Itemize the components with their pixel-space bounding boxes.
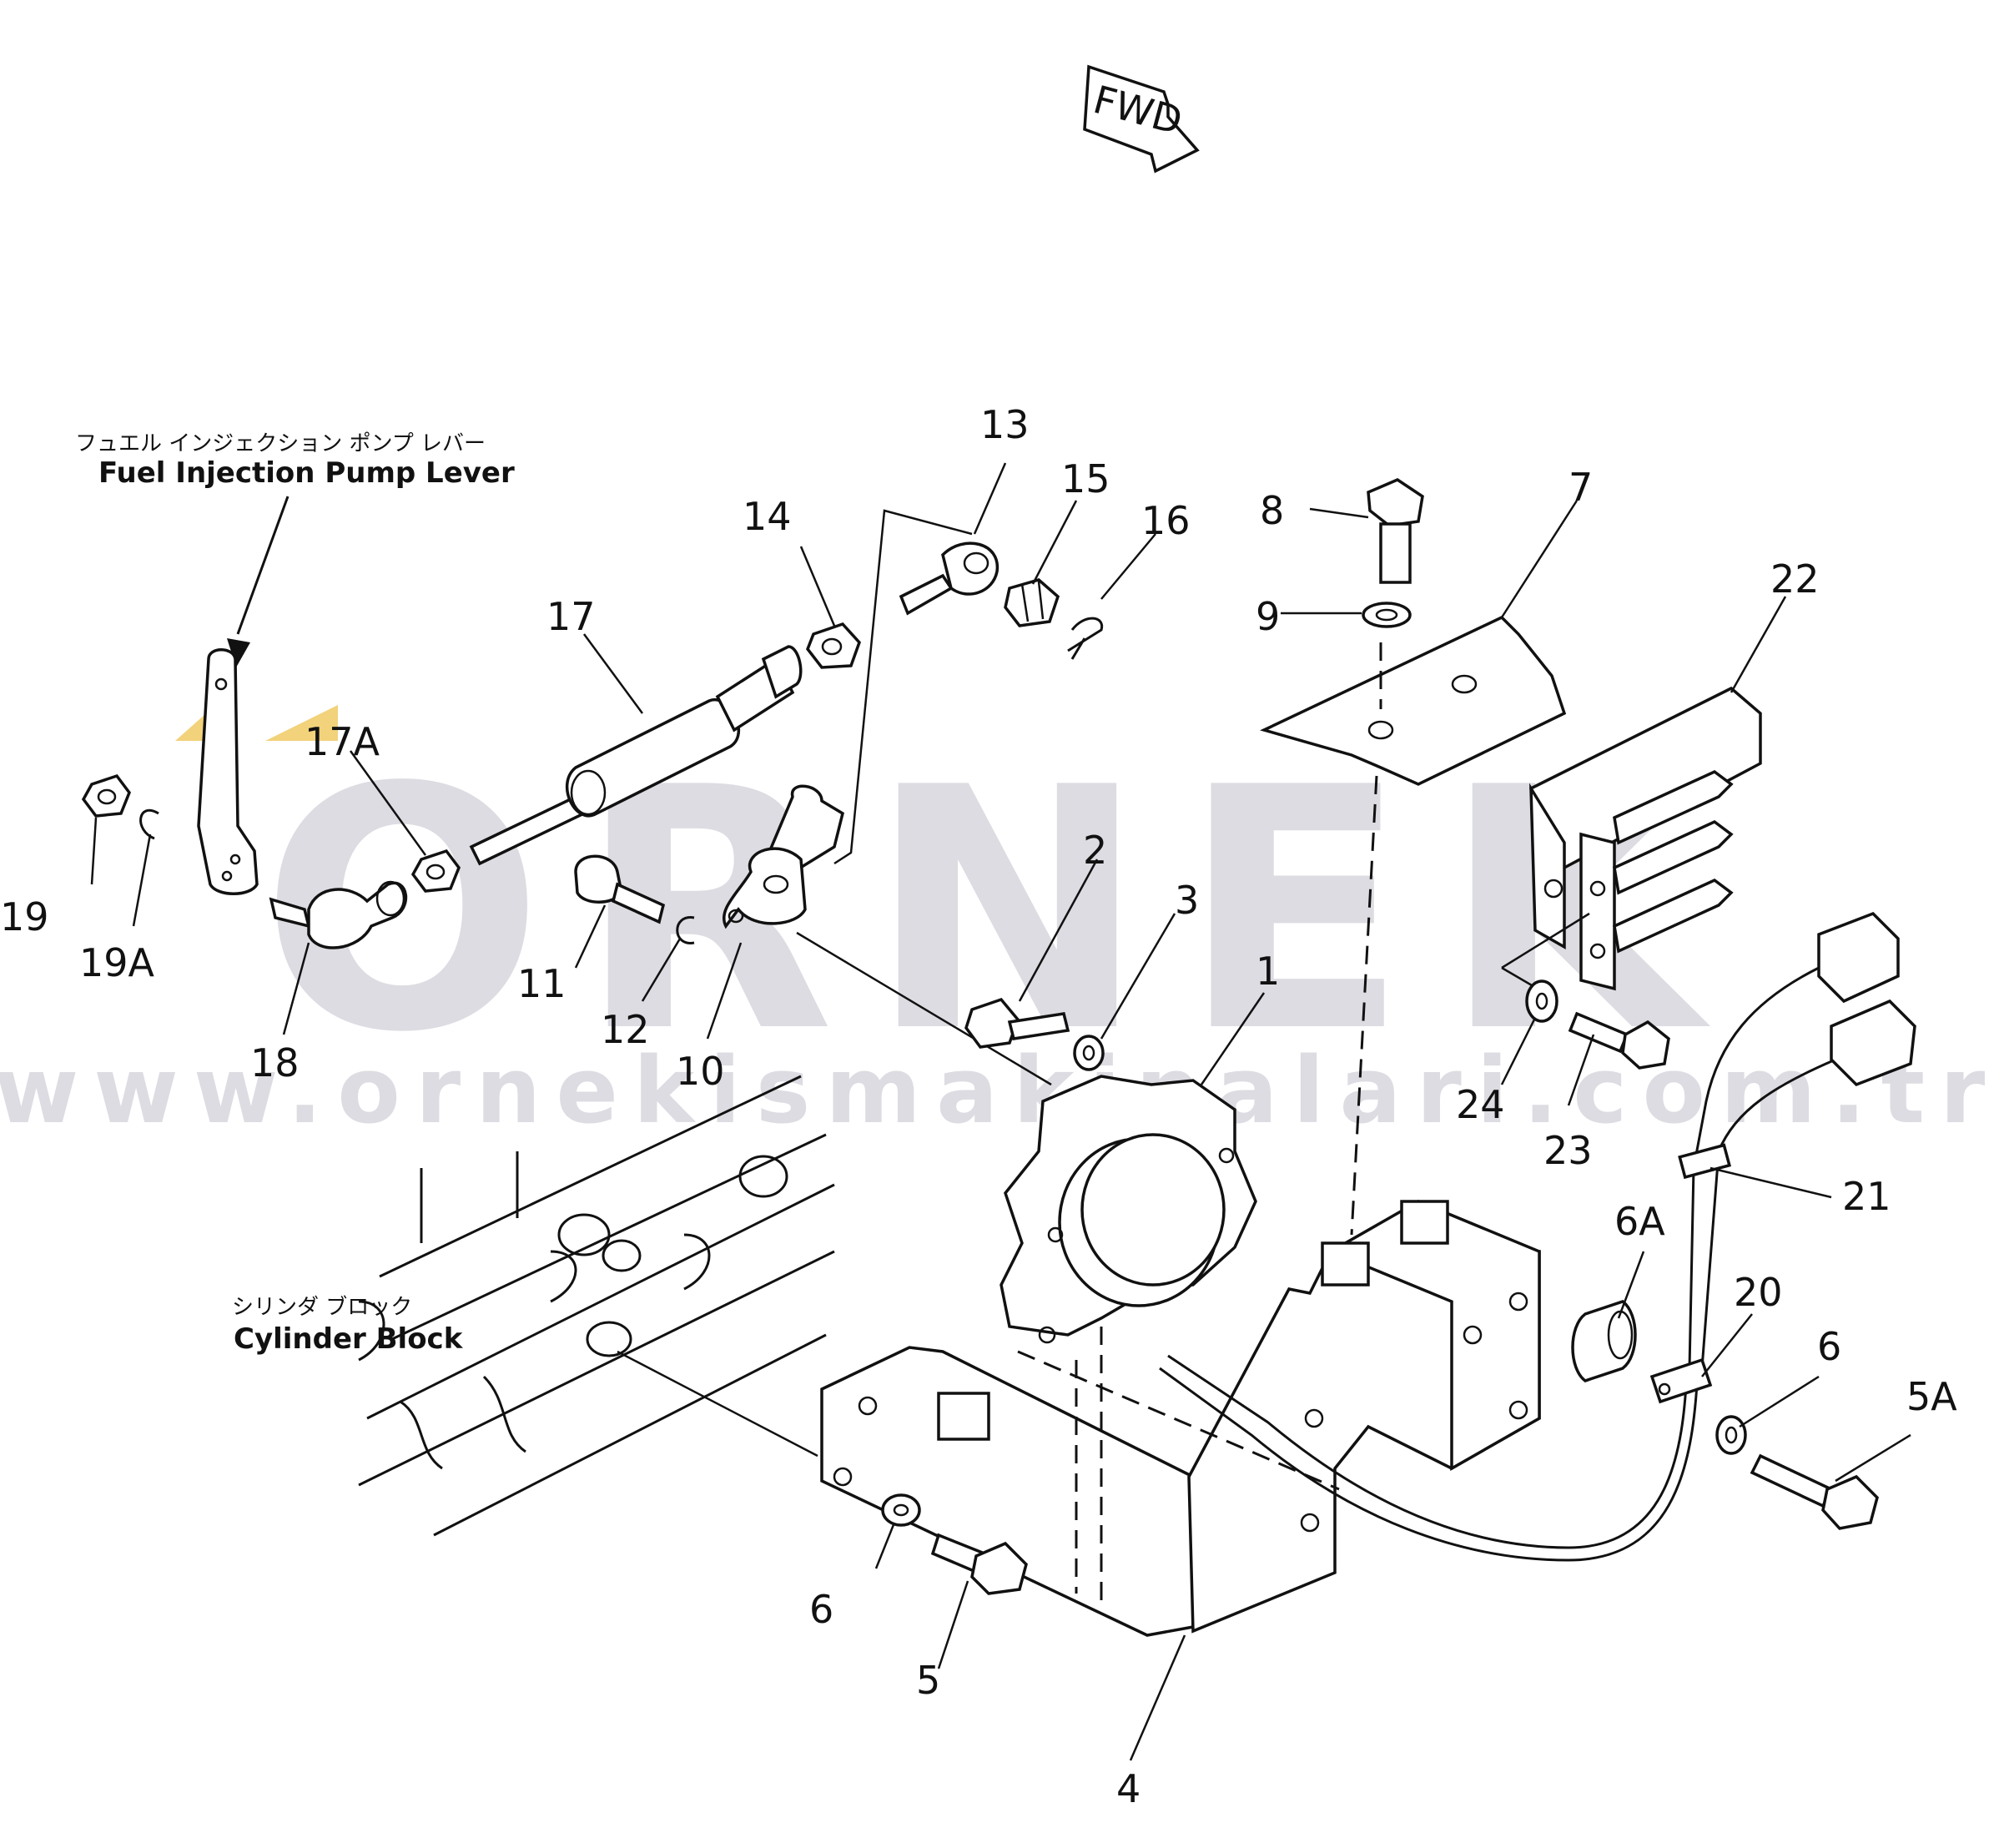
part-13-rod-end — [899, 541, 999, 616]
part-21-wire-harness — [1159, 911, 1916, 1562]
part-24-washer — [1525, 979, 1558, 1023]
label-11: 11 — [517, 961, 566, 1006]
cylinder-block — [358, 1075, 835, 1537]
part-1-rotary-housing — [1000, 1075, 1257, 1344]
label-19a: 19A — [79, 940, 155, 985]
label-1: 1 — [1256, 949, 1280, 994]
fwd-arrow-marker: FWD — [1083, 64, 1200, 174]
caption-fuel-lever-jp: フュエル インジェクション ポンプ レバー — [75, 431, 486, 456]
part-6-washer — [881, 1493, 921, 1527]
part-17-actuator — [469, 645, 803, 866]
part-5a-bolt — [1750, 1453, 1879, 1530]
label-22: 22 — [1770, 556, 1820, 602]
part-2-bolt — [964, 997, 1070, 1049]
part-23-bolt — [1568, 1011, 1670, 1070]
part-16-cotter-pin — [1067, 617, 1104, 660]
label-15: 15 — [1061, 456, 1110, 501]
label-6a: 6A — [1614, 1199, 1665, 1244]
part-7-plate — [1260, 615, 1567, 1236]
part-4-main-bracket — [820, 1200, 1541, 1637]
label-5: 5 — [916, 1658, 940, 1703]
leader-lines — [90, 462, 1911, 1761]
part-20-clamp — [1649, 1357, 1713, 1404]
part-3-washer — [1073, 1035, 1105, 1071]
caption-fuel-lever-en: Fuel Injection Pump Lever — [98, 456, 515, 490]
label-21: 21 — [1842, 1174, 1891, 1219]
part-12-snap-ring — [676, 916, 695, 944]
part-15-castle-nut — [1004, 578, 1060, 627]
label-6: 6 — [809, 1587, 833, 1632]
part-6-washer-right — [1715, 1415, 1747, 1455]
label-24: 24 — [1456, 1082, 1505, 1127]
part-6a-spacer — [1571, 1300, 1637, 1382]
watermark-accent-right — [265, 705, 338, 741]
label-17: 17 — [546, 594, 596, 639]
part-5-bolt — [930, 1533, 1028, 1595]
label-14: 14 — [743, 494, 792, 539]
caption-cylinder-block-jp: シリンダ ブロック — [232, 1295, 412, 1320]
label-6-right: 6 — [1817, 1324, 1841, 1369]
label-20: 20 — [1734, 1270, 1783, 1315]
part-14-nut — [806, 622, 862, 669]
part-9-washer — [1362, 602, 1412, 628]
label-10: 10 — [676, 1049, 725, 1094]
label-5a: 5A — [1906, 1374, 1957, 1419]
label-9: 9 — [1256, 594, 1280, 639]
label-2: 2 — [1083, 828, 1107, 873]
label-3: 3 — [1175, 878, 1199, 923]
part-17a-nut — [410, 848, 461, 893]
part-22-relay-bracket — [1501, 686, 1762, 999]
label-16: 16 — [1141, 498, 1191, 543]
label-12: 12 — [601, 1007, 650, 1052]
label-19: 19 — [0, 894, 49, 939]
part-11-bolt — [574, 854, 666, 924]
part-10-lever-arm — [723, 784, 1052, 1086]
part-19-nut — [81, 773, 131, 818]
part-18-ball-joint — [269, 880, 407, 949]
label-7: 7 — [1569, 465, 1593, 510]
label-17a: 17A — [305, 719, 380, 764]
label-13: 13 — [980, 402, 1030, 447]
label-23: 23 — [1543, 1128, 1593, 1173]
label-4: 4 — [1116, 1766, 1141, 1811]
fuel-injection-pump-lever — [197, 648, 259, 895]
part-19a-clip — [139, 808, 159, 840]
part-labels: 1 2 3 4 5 5A 6 6 6A 7 8 9 10 11 12 13 14… — [0, 402, 1957, 1811]
label-18: 18 — [250, 1040, 300, 1085]
caption-cylinder-block-en: Cylinder Block — [234, 1322, 464, 1356]
part-8-bolt — [1367, 478, 1424, 584]
label-8: 8 — [1260, 488, 1284, 533]
